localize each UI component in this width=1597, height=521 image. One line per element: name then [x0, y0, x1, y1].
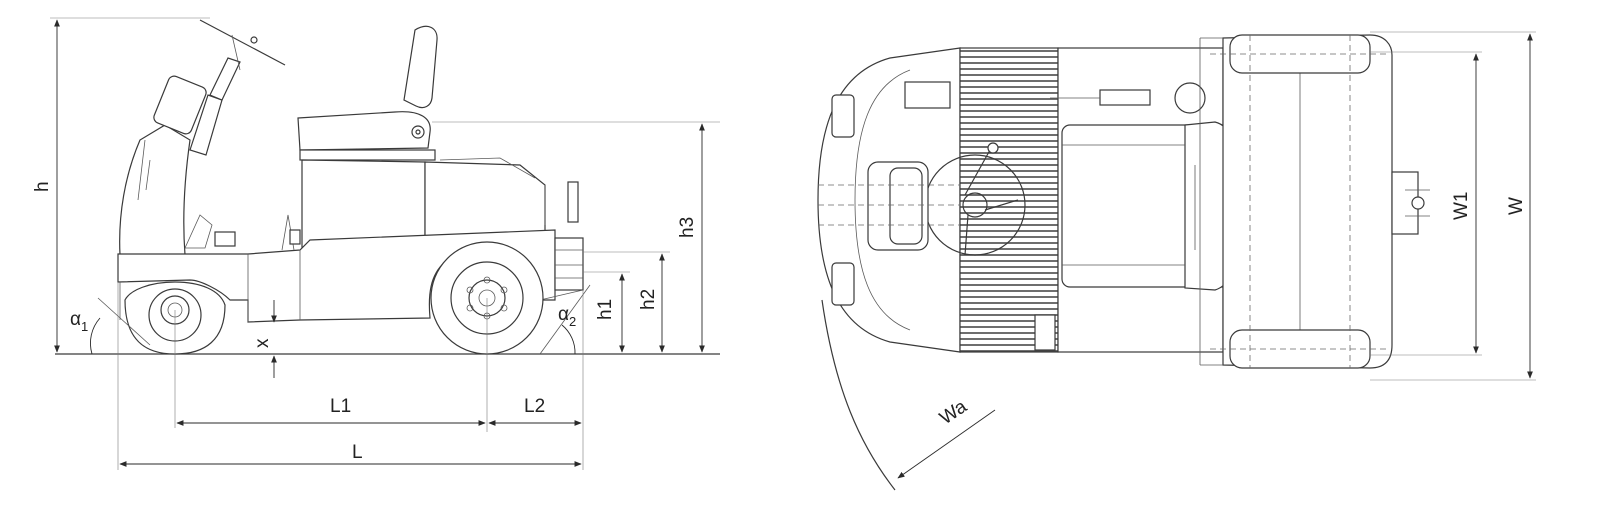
departure-angle-arc [561, 324, 576, 355]
side-view: h h3 h2 h1 x α1 α2 L1 L2 [32, 17, 720, 470]
label-Wa: Wa [936, 396, 971, 429]
steering-assembly [119, 19, 286, 256]
label-W: W [1506, 197, 1527, 215]
tow-hitch [539, 181, 584, 301]
rear-section [1222, 34, 1393, 369]
turning-arc [821, 299, 896, 491]
departure-angle-line [539, 284, 591, 355]
body-shell [117, 157, 556, 323]
label-h: h [32, 181, 53, 192]
label-h2: h2 [638, 289, 659, 310]
label-L1: L1 [330, 396, 351, 417]
label-alpha1: α1 [70, 309, 88, 334]
label-L: L [352, 442, 363, 463]
floor-grille [959, 47, 1059, 353]
top-view: W1 W Wa [817, 31, 1536, 491]
label-W1: W1 [1451, 192, 1472, 221]
label-x: x [252, 338, 273, 348]
approach-angle-line [97, 297, 151, 346]
approach-angle-arc [90, 317, 101, 355]
dimension-Wa [897, 409, 996, 479]
label-L2: L2 [524, 396, 545, 417]
label-h1: h1 [595, 299, 616, 320]
label-alpha2: α2 [558, 304, 576, 329]
label-h3: h3 [677, 217, 698, 238]
operator-seat [297, 25, 438, 161]
